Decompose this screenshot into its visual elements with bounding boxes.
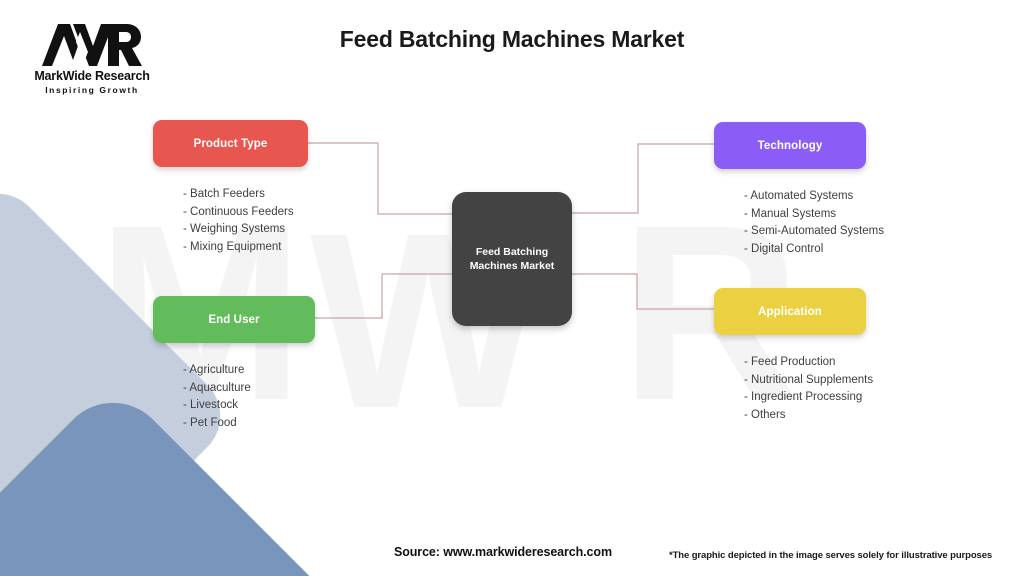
brand-logo: MarkWide Research Inspiring Growth: [18, 22, 166, 95]
branch-header-application[interactable]: Application: [714, 288, 866, 335]
branch-end-user: End User - Agriculture - Aquaculture - L…: [153, 296, 315, 432]
list-item: - Agriculture: [183, 364, 245, 376]
list-item: - Others: [744, 408, 786, 421]
branch-title-product-type: Product Type: [193, 137, 268, 150]
connector-end-user: [315, 273, 452, 319]
list-item: - Ingredient Processing: [744, 391, 863, 403]
list-item: - Manual Systems: [744, 207, 837, 220]
list-item: - Mixing Equipment: [183, 240, 282, 253]
branch-technology: Technology - Automated Systems - Manual …: [714, 122, 884, 258]
list-item: - Semi-Automated Systems: [744, 225, 884, 237]
list-item: - Pet Food: [183, 416, 237, 429]
connector-application: [572, 273, 714, 310]
list-item: - Digital Control: [744, 242, 824, 255]
branch-items-application: - Feed Production - Nutritional Suppleme…: [714, 354, 874, 424]
page-title: Feed Batching Machines Market: [339, 26, 685, 52]
branch-header-end-user[interactable]: End User: [153, 296, 315, 343]
list-item: - Automated Systems: [744, 190, 854, 202]
disclaimer-label: *The graphic depicted in the image serve…: [669, 550, 993, 561]
branch-items-product-type: - Batch Feeders - Continuous Feeders - W…: [153, 186, 308, 256]
branch-items-end-user: - Agriculture - Aquaculture - Livestock …: [153, 362, 315, 432]
mwr-logo-icon: [42, 24, 142, 66]
source-label: Source: www.markwideresearch.com: [394, 545, 612, 559]
branch-application: Application - Feed Production - Nutritio…: [714, 288, 874, 424]
logo-tagline: Inspiring Growth: [45, 85, 139, 95]
list-item: - Weighing Systems: [183, 223, 286, 235]
list-item: - Feed Production: [744, 356, 836, 368]
list-item: - Batch Feeders: [183, 188, 265, 200]
branch-title-application: Application: [758, 305, 822, 318]
logo-company-name: MarkWide Research: [34, 69, 150, 83]
connector-product-type: [307, 142, 452, 215]
center-node-label: Feed Batching Machines Market: [469, 245, 555, 272]
list-item: - Nutritional Supplements: [744, 373, 874, 386]
branch-title-technology: Technology: [757, 139, 823, 152]
list-item: - Livestock: [183, 399, 238, 411]
connector-technology: [572, 143, 714, 214]
branch-header-product-type[interactable]: Product Type: [153, 120, 308, 167]
branch-title-end-user: End User: [208, 313, 260, 326]
branch-header-technology[interactable]: Technology: [714, 122, 866, 169]
list-item: - Continuous Feeders: [183, 205, 294, 218]
branch-items-technology: - Automated Systems - Manual Systems - S…: [714, 188, 884, 258]
branch-product-type: Product Type - Batch Feeders - Continuou…: [153, 120, 308, 256]
list-item: - Aquaculture: [183, 381, 251, 394]
center-node[interactable]: Feed Batching Machines Market: [452, 192, 572, 326]
